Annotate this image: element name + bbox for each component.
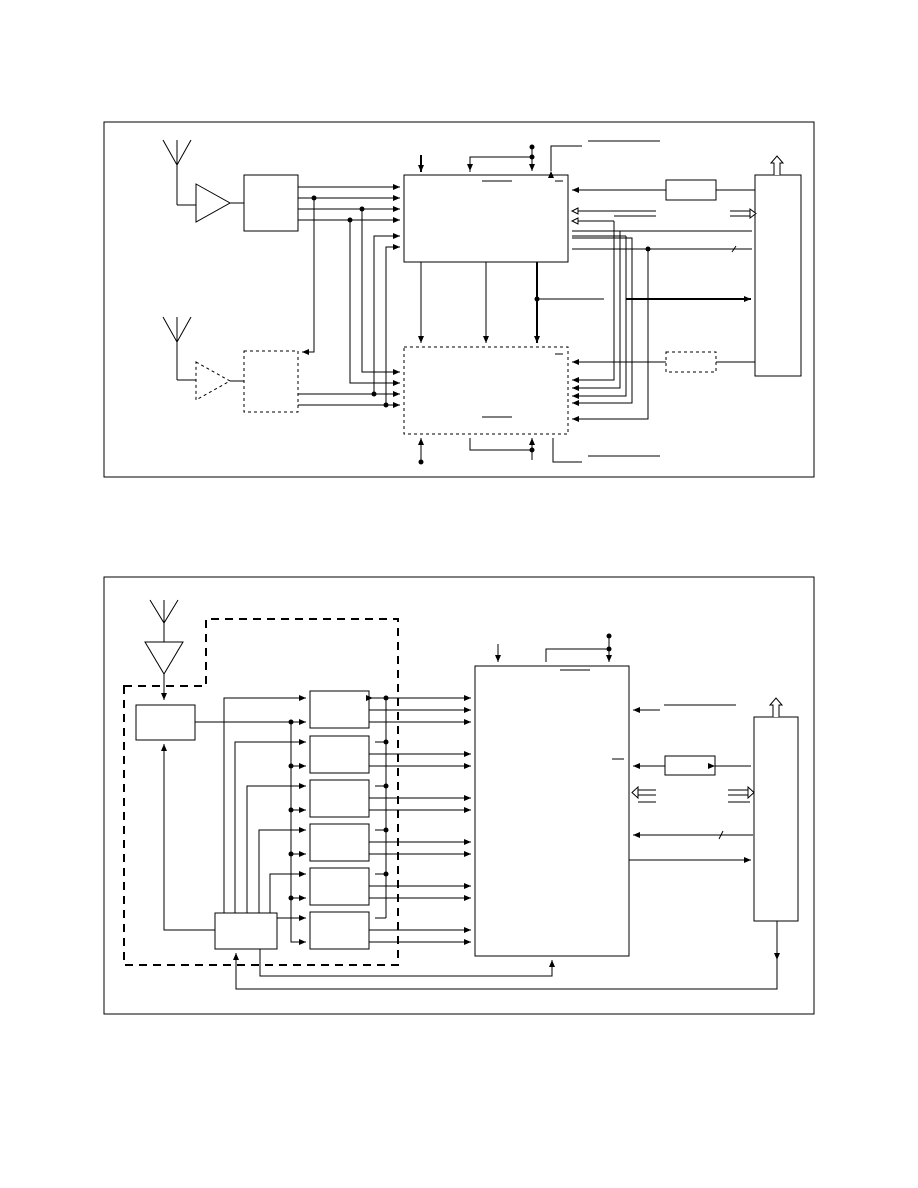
host-output-arrow-icon-2	[768, 697, 784, 717]
host-interface-block	[754, 174, 802, 377]
buffer-block-1	[665, 179, 717, 201]
buffer-block-3	[664, 755, 716, 776]
host-output-arrow-icon	[769, 155, 785, 175]
figure-1-frame	[103, 121, 815, 478]
channel-outputs	[369, 695, 471, 945]
buffer-block-2	[665, 351, 717, 373]
antenna-3-icon	[149, 599, 179, 642]
figure-2	[103, 576, 815, 1015]
processor-chip-3	[474, 665, 630, 957]
antenna-2-icon	[162, 316, 196, 381]
channel-block-2	[309, 735, 370, 774]
channel-block-5	[309, 867, 370, 906]
amplifier-3-icon	[144, 641, 184, 675]
channel-block-3	[309, 779, 370, 818]
front-end-block-1	[243, 174, 299, 232]
shielded-region-outline	[123, 618, 399, 966]
figure-1	[103, 121, 815, 478]
antenna-1-icon	[162, 139, 196, 206]
processor-chip-1	[403, 174, 569, 263]
channel-block-6	[309, 911, 370, 950]
channel-block-1	[309, 690, 370, 729]
amplifier-1-icon	[195, 183, 232, 223]
front-end-block-2	[243, 350, 299, 413]
front-end-block-3	[135, 704, 196, 741]
processor-chip-2	[403, 346, 569, 435]
figure-2-frame	[103, 576, 815, 1015]
host-interface-block-2	[753, 716, 799, 922]
amplifier-2-icon	[195, 361, 232, 401]
controller-block	[214, 912, 278, 950]
channel-block-4	[309, 823, 370, 862]
